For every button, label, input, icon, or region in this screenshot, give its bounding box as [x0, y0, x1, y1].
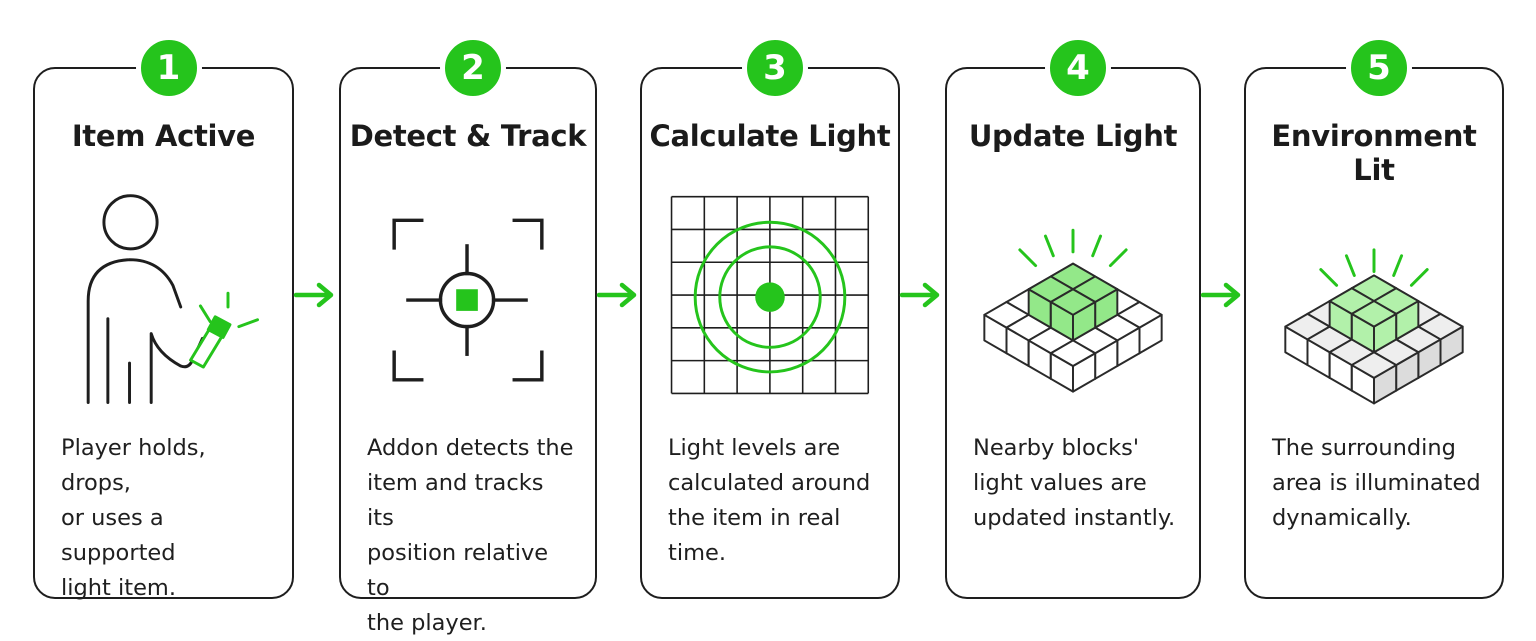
lit-blocks-icon: [983, 228, 1163, 393]
step-card-2: 2 Detect & Track Addon detects the item …: [339, 35, 597, 636]
person-holding-torch-icon: [86, 194, 260, 404]
step-card-1: 1 Item Active Player holds, drops, or us…: [33, 35, 294, 601]
arrow-right-icon: [293, 282, 334, 308]
step-description: Light levels are calculated around the i…: [668, 435, 871, 566]
step-description: The surrounding area is illuminated dyna…: [1272, 435, 1481, 531]
step-number-badge: 4: [1045, 35, 1111, 101]
step-number-badge: 2: [440, 35, 506, 101]
step-number-badge: 1: [135, 35, 202, 101]
step-card-5: 5 Environment Lit The surrounding area i…: [1244, 35, 1504, 599]
step-title: Detect & Track: [349, 119, 587, 153]
arrow-right-icon: [1200, 282, 1241, 308]
step-description: Player holds, drops, or uses a supported…: [61, 435, 206, 601]
arrow-right-icon: [596, 282, 637, 308]
step-title: Item Active: [71, 119, 256, 153]
illuminated-environment-icon: [1284, 248, 1464, 405]
arrow-right-icon: [899, 282, 940, 308]
step-title: Calculate Light: [649, 119, 891, 153]
light-grid-radius-icon: [670, 195, 870, 395]
step-card-4: 4 Update Light Nearby blocks' light valu…: [945, 35, 1201, 599]
step-description: Nearby blocks' light values are updated …: [973, 435, 1176, 531]
step-number-badge: 3: [742, 35, 808, 101]
crosshair-target-icon: [392, 218, 544, 382]
step-card-3: 3 Calculate Light Light levels are calcu…: [640, 35, 900, 599]
step-title: Environment Lit: [1271, 119, 1477, 187]
step-title: Update Light: [968, 119, 1178, 153]
step-number-badge: 5: [1346, 35, 1412, 101]
step-description: Addon detects the item and tracks its po…: [367, 435, 574, 636]
